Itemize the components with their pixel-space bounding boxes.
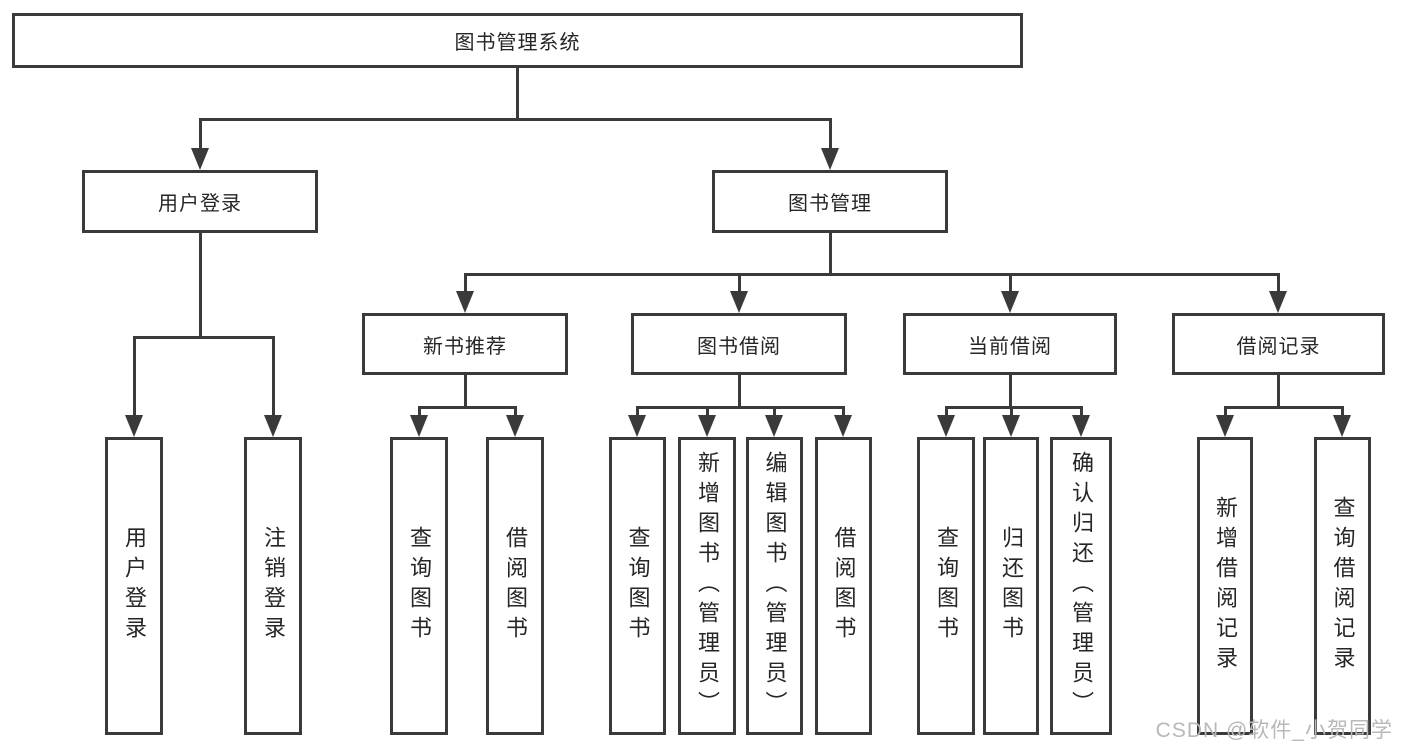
connector-stem [738, 375, 741, 409]
connector-drop [1010, 408, 1013, 417]
arrowhead-icon [1002, 415, 1020, 437]
connector-drop [636, 408, 639, 417]
arrowhead-icon [834, 415, 852, 437]
node-current-borrow: 当前借阅 [903, 313, 1117, 375]
arrowhead-icon [410, 415, 428, 437]
arrowhead-icon [821, 148, 839, 170]
connector-mgmt-stem [829, 233, 832, 276]
leaf-user-login: 用户登录 [105, 437, 163, 735]
connector-drop [773, 408, 776, 417]
connector-drop [1341, 408, 1344, 417]
leaf-query-borrow-record: 查询借阅记录 [1314, 437, 1371, 735]
connector-bus [945, 406, 1083, 409]
arrowhead-icon [1072, 415, 1090, 437]
connector-root-stem [516, 68, 519, 119]
connector-drop [829, 120, 832, 150]
connector-stem [1277, 375, 1280, 409]
node-user-login: 用户登录 [82, 170, 318, 233]
connector-bus [1224, 406, 1344, 409]
connector-drop [464, 275, 467, 293]
leaf-query-books-current: 查询图书 [917, 437, 975, 735]
node-root: 图书管理系统 [12, 13, 1023, 68]
arrowhead-icon [1001, 291, 1019, 313]
leaf-borrow-books-recommend: 借阅图书 [486, 437, 544, 735]
arrowhead-icon [1333, 415, 1351, 437]
arrowhead-icon [456, 291, 474, 313]
leaf-edit-books-admin: 编辑图书（管理员） [746, 437, 803, 735]
arrowhead-icon [1216, 415, 1234, 437]
arrowhead-icon [125, 415, 143, 437]
arrowhead-icon [506, 415, 524, 437]
arrowhead-icon [698, 415, 716, 437]
node-book-mgmt: 图书管理 [712, 170, 948, 233]
leaf-logout: 注销登录 [244, 437, 302, 735]
connector-drop [133, 338, 136, 417]
connector-stem [464, 375, 467, 409]
leaf-borrow-books: 借阅图书 [815, 437, 872, 735]
connector-drop [1277, 275, 1280, 293]
leaf-confirm-return-admin: 确认归还（管理员） [1050, 437, 1112, 735]
connector-bus [636, 406, 845, 409]
connector-drop [418, 408, 421, 417]
arrowhead-icon [1269, 291, 1287, 313]
connector-drop [1080, 408, 1083, 417]
node-borrow-records: 借阅记录 [1172, 313, 1385, 375]
connector-drop [738, 275, 741, 293]
arrowhead-icon [937, 415, 955, 437]
node-book-borrow: 图书借阅 [631, 313, 847, 375]
arrowhead-icon [765, 415, 783, 437]
connector-root-bus [199, 118, 832, 121]
connector-drop [199, 120, 202, 150]
node-new-book-recommend: 新书推荐 [362, 313, 568, 375]
connector-drop [514, 408, 517, 417]
arrowhead-icon [730, 291, 748, 313]
connector-drop [706, 408, 709, 417]
connector-stem [1009, 375, 1012, 409]
arrowhead-icon [628, 415, 646, 437]
arrowhead-icon [264, 415, 282, 437]
connector-drop [1224, 408, 1227, 417]
connector-drop [842, 408, 845, 417]
connector-login-bus [133, 336, 275, 339]
connector-mgmt-bus [464, 273, 1280, 276]
watermark: CSDN @软件_小贺同学 [1155, 719, 1393, 742]
leaf-add-books-admin: 新增图书（管理员） [678, 437, 736, 735]
leaf-add-borrow-record: 新增借阅记录 [1197, 437, 1253, 735]
leaf-query-books-recommend: 查询图书 [390, 437, 448, 735]
connector-login-stem [199, 233, 202, 339]
arrowhead-icon [191, 148, 209, 170]
connector-drop [945, 408, 948, 417]
connector-drop [272, 338, 275, 417]
connector-drop [1009, 275, 1012, 293]
connector-bus [418, 406, 517, 409]
leaf-return-books: 归还图书 [983, 437, 1039, 735]
leaf-query-books-borrow: 查询图书 [609, 437, 666, 735]
